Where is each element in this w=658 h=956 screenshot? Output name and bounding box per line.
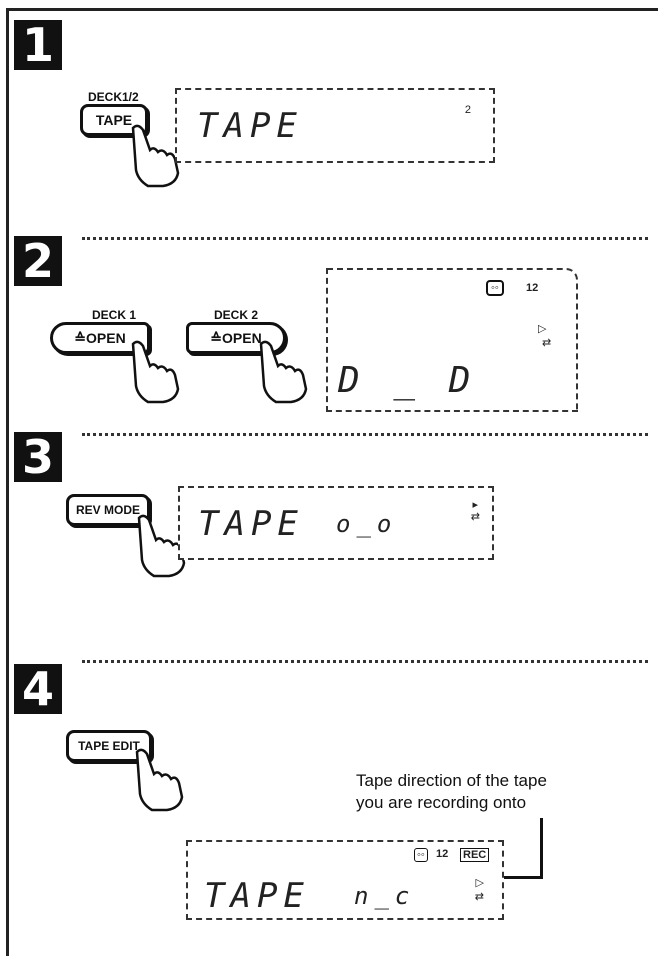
- cassette-icon: ◦◦: [414, 848, 428, 862]
- callout-line: [540, 818, 543, 878]
- hand-icon: [118, 334, 188, 404]
- step-4-badge: 4: [14, 664, 62, 714]
- lcd-mode-text: o_o: [336, 510, 397, 538]
- hand-icon: [246, 334, 316, 404]
- separator: [82, 433, 648, 436]
- note-line-1: Tape direction of the tape: [356, 770, 547, 792]
- deck12-label: DECK1/2: [88, 90, 139, 104]
- deck1-label: DECK 1: [92, 308, 136, 322]
- deck-badge: 12: [526, 282, 538, 294]
- separator: [82, 237, 648, 240]
- lcd-display-2: ◦◦ 12 ▷ ⇄ D _ D: [326, 268, 578, 412]
- deck2-label: DECK 2: [214, 308, 258, 322]
- lcd-text: TAPE: [197, 106, 303, 146]
- cassette-icon: ◦◦: [486, 280, 504, 296]
- step-3-badge: 3: [14, 432, 62, 482]
- lcd-display-3: TAPE o_o ▸ ⇄: [178, 486, 494, 560]
- page-border-left: [6, 8, 9, 956]
- lcd-text: TAPE: [198, 504, 304, 544]
- lcd-text: TAPE: [204, 876, 310, 916]
- step-1-badge: 1: [14, 20, 62, 70]
- play-direction-icon: ▷: [476, 876, 484, 889]
- hand-icon: [122, 742, 192, 812]
- lcd-suffix-text: n_c: [354, 882, 415, 910]
- lcd-display-4: 12 ◦◦ REC TAPE n_c ▷ ⇄: [186, 840, 504, 920]
- deck-number: 2: [465, 104, 471, 116]
- play-direction-icon: ▷: [538, 322, 546, 335]
- note-line-2: you are recording onto: [356, 792, 526, 814]
- lcd-text: D _ D: [338, 360, 476, 401]
- reverse-mode-icon: ⇄: [471, 510, 480, 523]
- step-2-badge: 2: [14, 236, 62, 286]
- reverse-mode-icon: ⇄: [542, 336, 551, 349]
- record-icon: REC: [460, 848, 489, 862]
- lcd-display-1: TAPE 2: [175, 88, 495, 163]
- separator: [82, 660, 648, 663]
- reverse-mode-icon: ⇄: [475, 890, 484, 903]
- page-border-top: [6, 8, 658, 11]
- deck-badge: 12: [436, 848, 448, 860]
